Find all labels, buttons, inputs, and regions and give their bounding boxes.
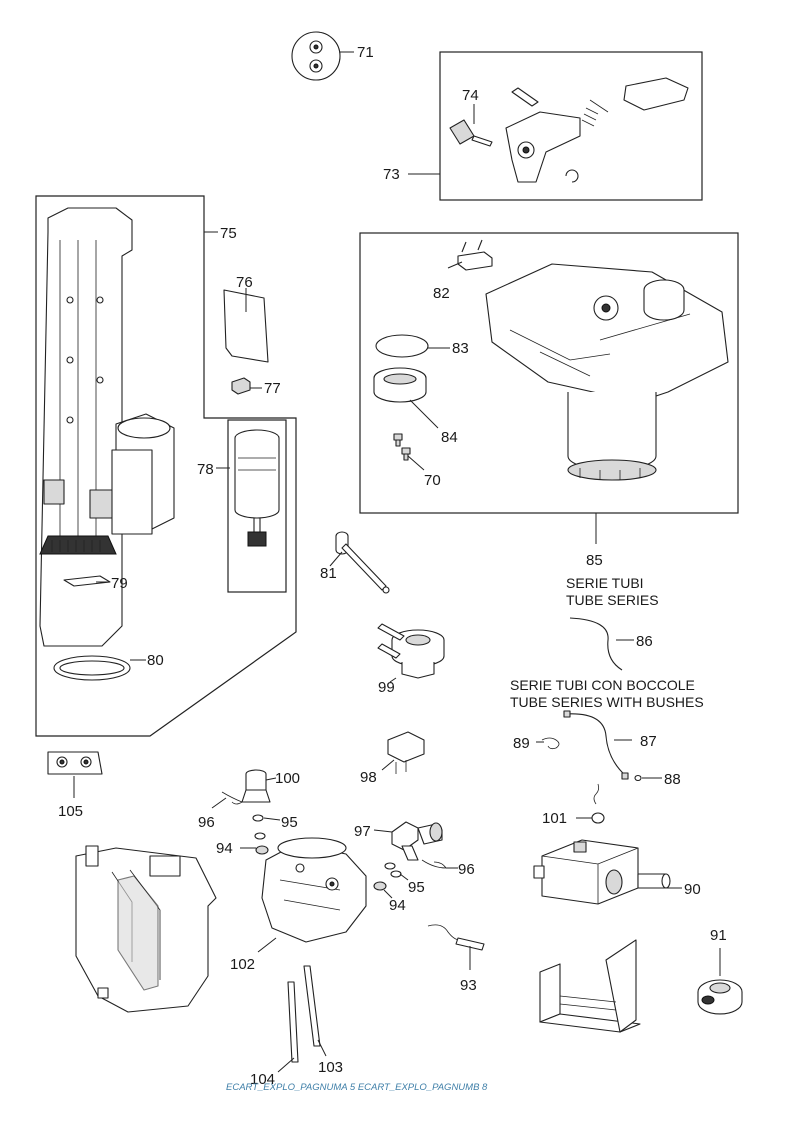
part-74-knurled-pin — [449, 119, 493, 147]
label-76: 76 — [236, 274, 253, 291]
label-79: 79 — [111, 575, 128, 592]
part-104-rod — [287, 981, 299, 1063]
box-75 — [35, 195, 297, 737]
label-71: 71 — [357, 44, 374, 61]
water-tank-assembly — [75, 845, 217, 1013]
label-95a: 95 — [281, 814, 298, 831]
label-88: 88 — [664, 771, 681, 788]
part-91-knob — [697, 979, 743, 1015]
label-74: 74 — [462, 87, 479, 104]
label-78: 78 — [197, 461, 214, 478]
label-103: 103 — [318, 1059, 343, 1076]
part-87-tube — [565, 713, 627, 777]
label-90: 90 — [684, 881, 701, 898]
label-91: 91 — [710, 927, 727, 944]
part-95b-ring — [384, 862, 396, 870]
part-83-oring — [375, 334, 429, 358]
caption-tube-series-en: TUBE SERIES — [566, 592, 659, 608]
part-73-lever-assembly — [505, 77, 689, 183]
part-101-sensor — [591, 783, 605, 824]
part-96a-clip — [221, 791, 243, 805]
label-102: 102 — [230, 956, 255, 973]
caption-bushes-it: SERIE TUBI CON BOCCOLE — [510, 677, 695, 693]
box-78 — [227, 419, 287, 593]
part-88-ring — [634, 774, 642, 782]
label-87: 87 — [640, 733, 657, 750]
part-81-spout-arm — [335, 531, 390, 594]
part-103-rod — [303, 965, 321, 1047]
label-99: 99 — [378, 679, 395, 696]
part-94a-nut — [255, 845, 269, 855]
label-81: 81 — [320, 565, 337, 582]
part-100-valve — [241, 769, 271, 803]
label-70: 70 — [424, 472, 441, 489]
part-75-gear-frame — [39, 207, 175, 647]
label-93: 93 — [460, 977, 477, 994]
part-94b-nut — [373, 881, 387, 891]
part-96b-clip — [421, 859, 447, 869]
part-85-brew-unit — [485, 263, 729, 481]
part-98-microswitch — [387, 731, 425, 774]
part-97-valve — [391, 821, 443, 861]
label-80: 80 — [147, 652, 164, 669]
part-105-block — [47, 751, 103, 775]
part-87-bush-b — [621, 772, 629, 780]
label-104: 104 — [250, 1071, 275, 1088]
part-84-filter — [373, 367, 427, 403]
part-82-bracket — [457, 239, 493, 271]
label-105: 105 — [58, 803, 83, 820]
part-95a-ring-2 — [254, 832, 266, 840]
part-80-belt — [53, 655, 131, 681]
part-90-pump — [533, 839, 671, 905]
part-76-plate — [223, 289, 269, 363]
part-102-boiler — [261, 837, 367, 943]
label-83: 83 — [452, 340, 469, 357]
label-94b: 94 — [389, 897, 406, 914]
label-98: 98 — [360, 769, 377, 786]
footer-reference: ECART_EXPLO_PAGNUMA 5 ECART_EXPLO_PAGNUM… — [226, 1082, 488, 1093]
label-84: 84 — [441, 429, 458, 446]
part-99-valve — [377, 623, 445, 679]
label-82: 82 — [433, 285, 450, 302]
part-70-screws — [393, 433, 411, 461]
label-89: 89 — [513, 735, 530, 752]
part-86-tube — [569, 617, 623, 671]
box-73 — [439, 51, 703, 201]
part-93-probe — [427, 924, 485, 951]
label-100: 100 — [275, 770, 300, 787]
part-87-bush-a — [563, 710, 571, 718]
part-78-motor — [234, 429, 280, 547]
label-77: 77 — [264, 380, 281, 397]
part-77-clip — [231, 377, 251, 395]
part-71-disc — [291, 31, 354, 81]
label-85: 85 — [586, 552, 603, 569]
part-89-clip — [541, 737, 560, 750]
part-95b-ring-2 — [390, 870, 402, 878]
box-85 — [359, 232, 739, 514]
part-95a-ring — [252, 814, 264, 822]
label-75: 75 — [220, 225, 237, 242]
caption-tube-series-it: SERIE TUBI — [566, 575, 644, 591]
label-73: 73 — [383, 166, 400, 183]
caption-bushes-en: TUBE SERIES WITH BUSHES — [510, 694, 704, 710]
label-94a: 94 — [216, 840, 233, 857]
label-96b: 96 — [458, 861, 475, 878]
label-101: 101 — [542, 810, 567, 827]
pump-support-bracket — [539, 939, 641, 1033]
label-95b: 95 — [408, 879, 425, 896]
label-86: 86 — [636, 633, 653, 650]
label-97: 97 — [354, 823, 371, 840]
label-96a: 96 — [198, 814, 215, 831]
